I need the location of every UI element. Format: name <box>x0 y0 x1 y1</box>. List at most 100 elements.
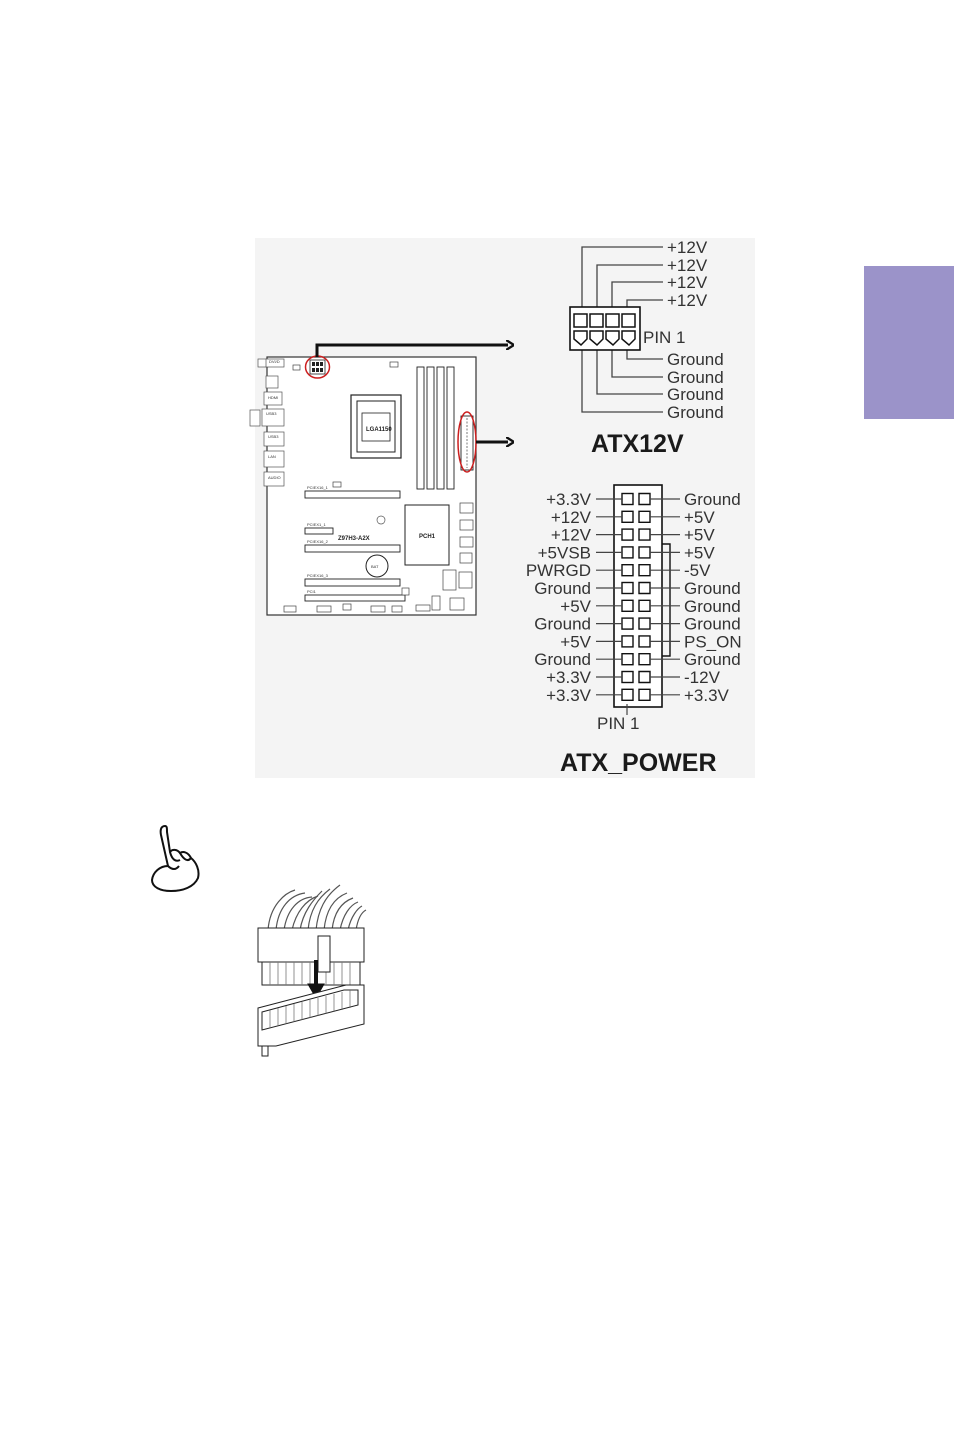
svg-text:PCI1: PCI1 <box>307 589 317 594</box>
atx-power-pin-round <box>638 635 651 648</box>
atx-power-pin-square <box>621 688 634 701</box>
svg-text:PCIEX16_3: PCIEX16_3 <box>307 573 329 578</box>
atx12v-top-pin-label: +12V <box>667 291 708 310</box>
atx-power-pin-square <box>621 492 634 506</box>
atx-power-pin-round <box>638 617 651 630</box>
atx-power-right-label: -12V <box>684 668 721 687</box>
atx-power-left-label: +3.3V <box>546 668 592 687</box>
atx-power-pin-round <box>638 670 651 684</box>
atx12v-top-pin-label: +12V <box>667 256 708 275</box>
atx-power-pin-round <box>638 510 651 523</box>
atx12v-pin-round <box>605 330 620 347</box>
atx12v-bottom-pin-label: Ground <box>667 368 724 387</box>
fan-headers <box>292 361 399 488</box>
bottom-headers <box>283 587 465 613</box>
atx-power-right-label: PS_ON <box>684 632 742 651</box>
atx-power-title: ATX_POWER <box>560 749 717 777</box>
atx-power-pin-square <box>621 653 634 666</box>
svg-text:PCH1: PCH1 <box>419 534 436 540</box>
atx-power-right-label: Ground <box>684 490 741 509</box>
atx-power-pin-round <box>638 564 651 577</box>
atx-power-left-label: +12V <box>551 508 592 527</box>
pointing-hand-icon <box>151 825 200 892</box>
atx-power-pin-square <box>621 564 634 577</box>
atx-power-right-label: Ground <box>684 579 741 598</box>
atx-power-pin-square <box>621 599 634 612</box>
slot-labels: PCIEX16_1 PCIEX1_1 PCIEX16_2 PCIEX16_3 P… <box>307 485 329 594</box>
atx-power-left-label: Ground <box>534 650 591 669</box>
socket-label: LGA1150 <box>366 427 392 433</box>
atx12v-bottom-pin-label: Ground <box>667 350 724 369</box>
atx-power-pin-round <box>638 546 651 559</box>
atx-power-left-label: PWRGD <box>526 561 591 580</box>
atx12v-pin-round <box>573 330 588 347</box>
svg-text:AUDIO: AUDIO <box>268 475 281 480</box>
svg-text:PCIEX16_1: PCIEX16_1 <box>307 485 329 490</box>
atx-power-left-label: +3.3V <box>546 490 592 509</box>
svg-text:USB3: USB3 <box>268 434 279 439</box>
atx12v-pinout: +12V+12V+12V+12VGroundGroundGroundGround… <box>569 238 724 458</box>
board-model-label: Z97H3-A2X <box>338 536 370 542</box>
atx-power-pin-square <box>621 635 634 648</box>
atx12v-pin-square <box>589 313 604 328</box>
atx12v-pin-round <box>589 330 604 347</box>
atx-power-right-label: Ground <box>684 597 741 616</box>
atx12v-top-pin-label: +12V <box>667 238 708 257</box>
svg-text:USB3: USB3 <box>266 411 277 416</box>
atx-power-connector-body <box>613 484 663 708</box>
atx-power-pin-square <box>621 617 634 630</box>
atx-power-pin-round <box>638 653 651 666</box>
atx-power-pin-square <box>621 581 634 595</box>
cpu-socket: LGA1150 <box>350 394 402 459</box>
atx-power-pin-square <box>621 670 634 684</box>
arrow-atx12v <box>315 345 508 357</box>
atx-power-right-label: +5V <box>684 508 715 527</box>
atx-power-right-label: Ground <box>684 615 741 634</box>
atx12v-top-pin-label: +12V <box>667 273 708 292</box>
atx-power-pin-round <box>638 492 651 506</box>
svg-text:DVI/D: DVI/D <box>269 359 280 364</box>
atx-power-left-label: +5V <box>560 632 591 651</box>
cmos-battery: BAT <box>365 554 389 578</box>
motherboard-layout: DVI/D HDMI USB3 USB3 LAN AUDIO LGA1150 <box>249 355 477 616</box>
svg-text:BAT: BAT <box>371 564 379 569</box>
atx-power-pin-round <box>638 581 651 595</box>
atx-power-left-label: +3.3V <box>546 686 592 705</box>
chapter-side-tab <box>864 266 954 419</box>
pointer-arrows <box>315 345 508 442</box>
svg-text:PCIEX1_1: PCIEX1_1 <box>307 522 326 527</box>
atx-power-left-label: +12V <box>551 526 592 545</box>
atx-power-pin-square <box>621 528 634 541</box>
atx-power-pin-square <box>621 546 634 559</box>
buzzer <box>376 515 386 525</box>
atx-power-right-label: -5V <box>684 561 711 580</box>
sata-connectors <box>442 502 474 591</box>
atx12v-title: ATX12V <box>591 430 684 458</box>
atx-power-left-label: Ground <box>534 579 591 598</box>
atx-power-pin1-label: PIN 1 <box>597 714 640 733</box>
atx-power-right-label: +3.3V <box>684 686 730 705</box>
atx12v-pin1-label: PIN 1 <box>643 328 686 347</box>
atx-plug-illustration <box>257 884 367 1057</box>
atx-power-left-label: +5VSB <box>538 543 591 562</box>
board-atx-power-connector <box>457 411 477 473</box>
atx12v-bottom-pin-label: Ground <box>667 385 724 404</box>
atx-power-left-label: +5V <box>560 597 591 616</box>
atx12v-pin-square <box>573 313 588 328</box>
rear-io-labels: DVI/D HDMI USB3 USB3 LAN AUDIO <box>266 359 281 480</box>
svg-text:HDMI: HDMI <box>268 395 278 400</box>
atx-power-right-label: +5V <box>684 526 715 545</box>
dimm-slots <box>416 366 455 490</box>
svg-text:PCIEX16_2: PCIEX16_2 <box>307 539 329 544</box>
atx-power-pin-round <box>638 528 651 541</box>
atx-power-left-label: Ground <box>534 615 591 634</box>
atx-power-right-label: +5V <box>684 543 715 562</box>
pch-chip: PCH1 <box>404 504 450 566</box>
atx-power-latch <box>662 543 671 657</box>
atx-power-pin-square <box>621 510 634 523</box>
svg-text:LAN: LAN <box>268 454 276 459</box>
atx-power-right-label: Ground <box>684 650 741 669</box>
atx12v-pin-square <box>605 313 620 328</box>
